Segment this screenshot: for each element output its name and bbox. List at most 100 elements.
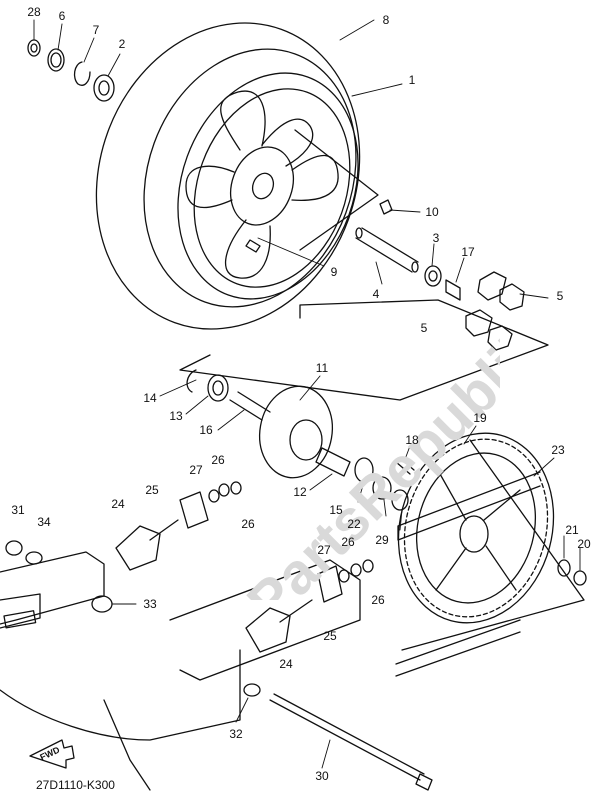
callout-2: 2 — [118, 37, 126, 51]
part-24-upper — [115, 525, 161, 571]
spoke-2 — [291, 154, 339, 202]
part-code: 27D1110-K300 — [36, 778, 115, 792]
callout-25-upper: 25 — [145, 483, 159, 497]
spoke-4 — [185, 165, 235, 209]
swingarm-right — [103, 559, 374, 791]
left-bearings — [27, 39, 115, 102]
callout-32: 32 — [229, 727, 243, 741]
part-26-upper-b — [230, 481, 242, 495]
part-12 — [315, 447, 351, 477]
sprocket-outer — [397, 432, 555, 624]
rim-inner — [193, 88, 351, 288]
callout-26-upper-b: 26 — [241, 517, 255, 531]
part-13 — [207, 374, 229, 402]
part-26-lower-a — [350, 563, 362, 577]
damper-rubbers — [179, 271, 549, 401]
damper-3 — [465, 309, 493, 337]
spoke-1 — [220, 90, 266, 151]
callout-5-left: 5 — [420, 321, 428, 335]
part-2 — [93, 74, 115, 102]
callout-15: 15 — [329, 503, 343, 517]
callout-22: 22 — [347, 517, 361, 531]
callout-21: 21 — [565, 523, 579, 537]
swingarm-bottom — [0, 649, 241, 741]
callout-4: 4 — [372, 287, 380, 301]
callout-20: 20 — [577, 537, 591, 551]
part-14 — [186, 369, 197, 393]
callout-30: 30 — [315, 769, 329, 783]
callout-33: 33 — [143, 597, 157, 611]
part-25-lower — [317, 565, 343, 603]
rim-outer — [177, 72, 359, 300]
part-17 — [445, 279, 461, 301]
sprocket-hub — [459, 515, 489, 553]
part-23-belt-lower — [395, 619, 521, 677]
part-27-upper — [208, 489, 220, 503]
callout-31: 31 — [11, 503, 25, 517]
callout-26-upper-a: 26 — [211, 453, 225, 467]
fwd-arrow-shape — [29, 739, 75, 769]
spoke-5 — [261, 118, 314, 167]
sprocket-teeth — [403, 438, 549, 618]
axle-head — [415, 773, 433, 791]
part-31 — [5, 540, 23, 556]
part-24-lower — [245, 607, 291, 653]
part-32 — [243, 683, 261, 697]
callout-3: 3 — [432, 231, 440, 245]
callout-13: 13 — [169, 409, 183, 423]
callout-24-lower: 24 — [279, 657, 293, 671]
fwd-arrow — [29, 739, 75, 769]
callout-17: 17 — [461, 245, 475, 259]
sprocket-spokes — [435, 473, 521, 591]
part-20 — [573, 570, 587, 586]
rear-axle — [269, 693, 433, 791]
swingarm-left — [0, 540, 241, 741]
axle-spacer-group — [355, 199, 461, 301]
callout-24-upper: 24 — [111, 497, 125, 511]
swingarm-right-lower — [103, 699, 151, 791]
callout-23: 23 — [551, 443, 565, 457]
wheel-sub-frame — [294, 129, 379, 251]
damper-frame — [179, 299, 549, 401]
hub-clutch-group — [186, 369, 415, 511]
callout-19: 19 — [473, 411, 487, 425]
callout-29: 29 — [375, 533, 389, 547]
adjuster-bolt-upper — [149, 519, 179, 541]
part-18 — [395, 457, 415, 475]
tire-inner — [143, 48, 357, 308]
part-26-lower-b — [362, 559, 374, 573]
callout-26-lower-b: 26 — [371, 593, 385, 607]
part-4 — [355, 227, 419, 273]
part-29 — [391, 489, 409, 511]
part-25-upper — [179, 491, 209, 529]
callout-5-right: 5 — [556, 289, 564, 303]
part-10 — [379, 199, 393, 215]
part-22 — [372, 476, 392, 500]
callout-10: 10 — [425, 205, 439, 219]
callout-27-upper: 27 — [189, 463, 203, 477]
adjuster-bolt-lower — [279, 599, 313, 623]
callout-34: 34 — [37, 515, 51, 529]
hub-ring — [230, 146, 294, 226]
adjuster-upper — [115, 481, 242, 571]
damper-1 — [477, 271, 507, 301]
swingarm-slot — [3, 610, 37, 629]
damper-4 — [487, 325, 513, 351]
part-33 — [91, 595, 113, 613]
part-28 — [27, 39, 41, 57]
callout-12: 12 — [293, 485, 307, 499]
callout-6: 6 — [58, 9, 66, 23]
part-21 — [557, 559, 571, 577]
part-7 — [73, 61, 91, 86]
callout-28: 28 — [27, 5, 41, 19]
part-30 — [269, 693, 425, 781]
sprocket-group — [395, 432, 587, 677]
callout-1: 1 — [408, 73, 416, 87]
swingarm-upper — [0, 551, 105, 625]
part-6 — [47, 48, 65, 72]
part-27-lower — [338, 569, 350, 583]
sprocket-frame — [401, 439, 585, 651]
callout-11: 11 — [315, 361, 329, 375]
